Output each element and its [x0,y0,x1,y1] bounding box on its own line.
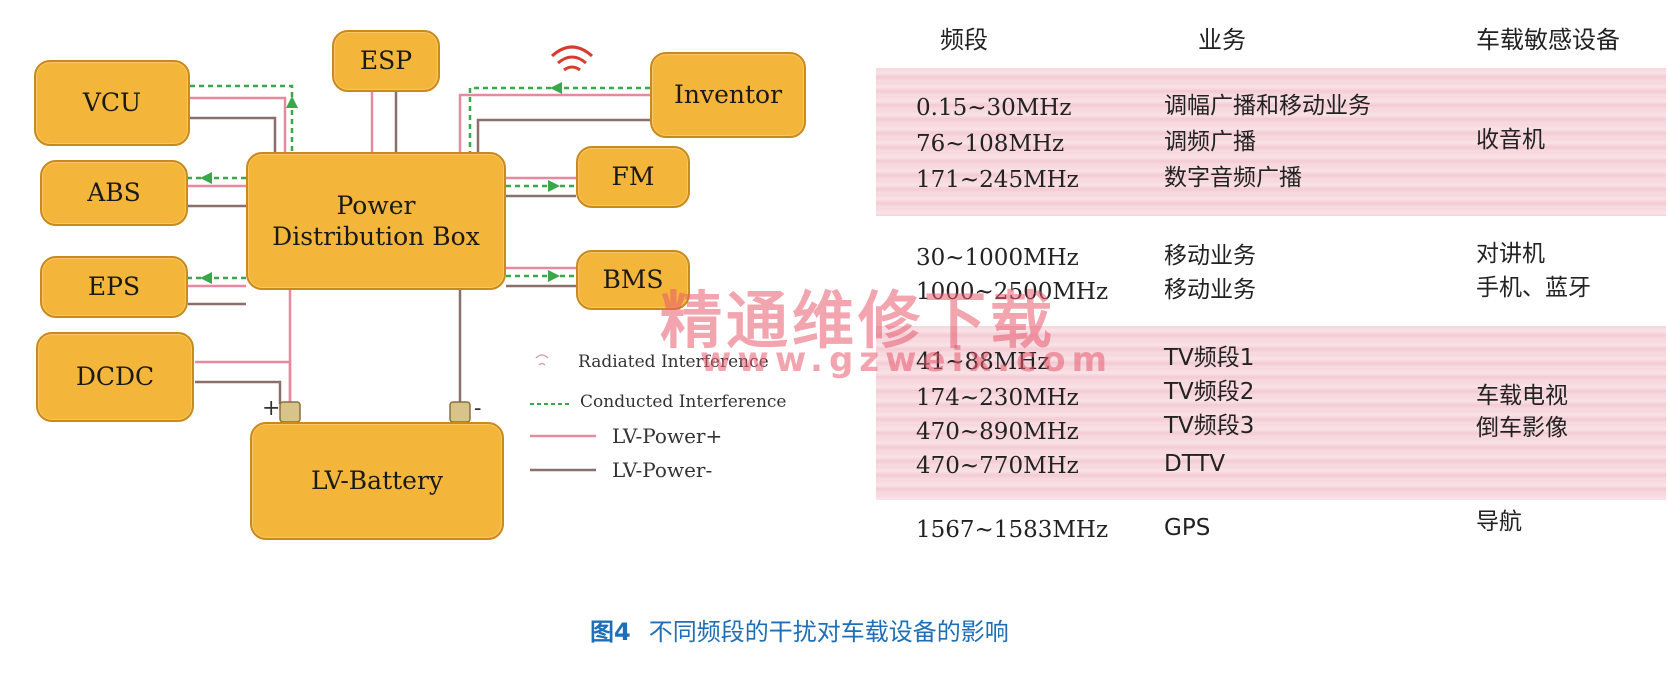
freq-cell: 76~108MHz [916,131,1065,157]
diagram-wiring [188,45,650,472]
freq-cell: 30~1000MHz [916,245,1079,271]
fm-box: FM [576,146,690,208]
plus-terminal-label: + [262,396,281,421]
figure-caption-text: 不同频段的干扰对车载设备的影响 [648,618,1009,646]
interference-diagram: VCU ESP Inventor ABS Power Distribution … [0,0,870,600]
inventor-box: Inventor [650,52,806,138]
service-cell: 移动业务 [1164,277,1256,303]
device-cell: 车载电视 [1476,383,1568,409]
freq-cell: 171~245MHz [916,167,1079,193]
header-service: 业务 [1198,26,1246,54]
radiated-wave-icon [550,45,594,72]
power-minus-lines [188,90,650,404]
service-cell: DTTV [1164,451,1226,477]
service-cell: 调幅广播和移动业务 [1164,93,1371,119]
esp-box: ESP [332,30,440,92]
legend-power-minus: LV-Power- [612,458,713,482]
minus-terminal-label: - [474,396,482,421]
service-cell: TV频段3 [1164,413,1255,439]
pdb-label-line2: Distribution Box [272,222,480,251]
service-cell: 调频广播 [1164,129,1256,155]
service-cell: 数字音频广播 [1164,165,1302,191]
band-row-3 [876,326,1666,500]
freq-cell: 1000~2500MHz [916,279,1109,305]
freq-cell: 470~770MHz [916,453,1079,479]
freq-cell: 1567~1583MHz [916,517,1109,543]
conducted-arrowheads [200,82,562,284]
band-row-1 [876,68,1666,216]
service-cell: TV频段1 [1164,345,1255,371]
power-plus-lines [188,90,650,404]
legend-conducted: Conducted Interference [580,392,787,412]
pdb-label-line1: Power [336,190,416,220]
radiated-legend-icon [535,354,549,366]
abs-box: ABS [40,160,188,226]
device-cell: 导航 [1476,509,1522,535]
legend-radiated: Radiated Interference [578,352,769,372]
device-cell: 对讲机 [1476,241,1545,267]
service-cell: 移动业务 [1164,243,1256,269]
legend-swatches [530,354,596,472]
eps-box: EPS [40,256,188,318]
service-cell: GPS [1164,515,1211,541]
freq-cell: 174~230MHz [916,385,1079,411]
header-frequency: 频段 [940,26,988,54]
conducted-interference-lines [188,84,650,280]
freq-cell: 470~890MHz [916,419,1079,445]
legend-power-plus: LV-Power+ [612,424,723,448]
freq-cell: 41~88MHz [916,349,1050,375]
header-device: 车载敏感设备 [1476,26,1620,54]
dcdc-box: DCDC [36,332,194,422]
watermark-text: 精通维修下载 [660,284,1057,357]
bms-box: BMS [576,250,690,310]
frequency-table: 频段 业务 车载敏感设备 0.15~30MHz 76~108MHz 171~24… [876,0,1666,600]
power-distribution-box: Power Distribution Box [246,152,506,290]
figure-number: 图4 [590,618,631,646]
battery-terminals [279,401,471,423]
figure-caption: 图4 不同频段的干扰对车载设备的影响 [590,612,1009,647]
device-cell: 倒车影像 [1476,415,1568,441]
lv-battery-box: LV-Battery [250,422,504,540]
freq-cell: 0.15~30MHz [916,95,1072,121]
service-cell: TV频段2 [1164,379,1255,405]
plus-terminal [279,401,301,423]
device-cell: 手机、蓝牙 [1476,275,1591,301]
watermark-url: www.gzweix.com [700,340,1114,380]
device-cell: 收音机 [1476,127,1545,153]
minus-terminal [449,401,471,423]
vcu-box: VCU [34,60,190,146]
